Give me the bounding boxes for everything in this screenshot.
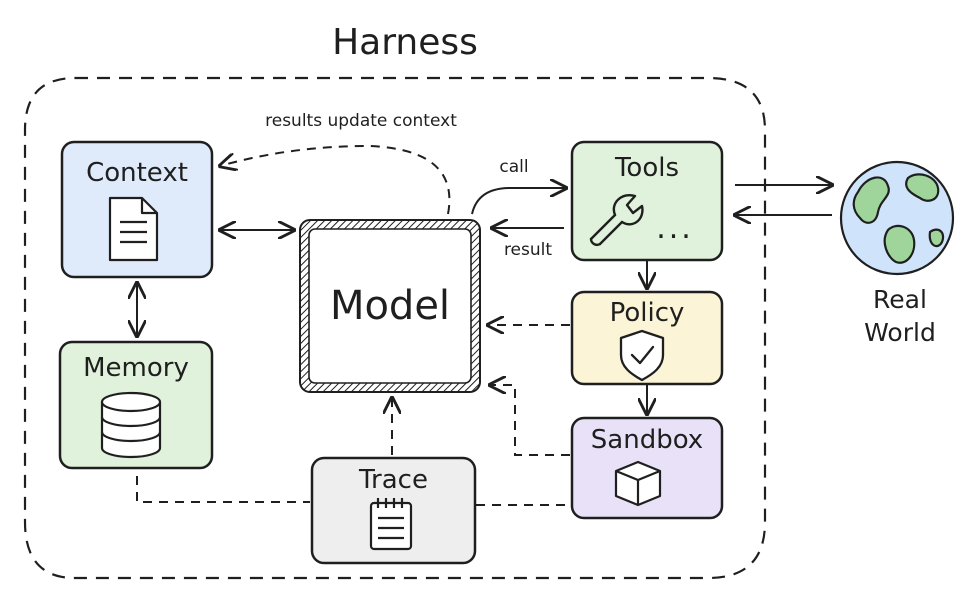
shield-check-icon xyxy=(619,329,665,382)
tools-box[interactable] xyxy=(570,140,724,262)
edge-label-call: call xyxy=(499,157,529,177)
policy-label: Policy xyxy=(609,298,685,328)
arrow-results-update-context xyxy=(220,144,451,215)
arrow-call xyxy=(471,188,566,215)
diagram-title: Harness xyxy=(332,22,478,63)
model-box xyxy=(308,228,472,384)
tools-label: Tools xyxy=(614,153,680,183)
notepad-icon xyxy=(369,498,413,551)
trace-label: Trace xyxy=(359,465,428,495)
database-icon xyxy=(100,391,162,459)
context-label: Context xyxy=(86,158,188,188)
line-memory-trace xyxy=(136,476,310,503)
harness-boundary xyxy=(23,76,767,580)
edge-label-results-update-context: results update context xyxy=(265,111,457,131)
sandbox-label: Sandbox xyxy=(590,425,704,455)
arrow-sandbox-model xyxy=(490,385,570,456)
cube-icon xyxy=(614,460,662,507)
edge-label-result: result xyxy=(503,240,553,260)
memory-label: Memory xyxy=(83,353,189,383)
real-world-label-line2: World xyxy=(864,318,936,347)
document-icon xyxy=(108,196,159,262)
model-label: Model xyxy=(329,283,451,329)
real-world-label-line1: Real xyxy=(873,285,927,314)
tools-ellipsis: ... xyxy=(656,211,694,246)
globe-icon xyxy=(839,160,955,276)
wrench-icon xyxy=(589,193,644,246)
